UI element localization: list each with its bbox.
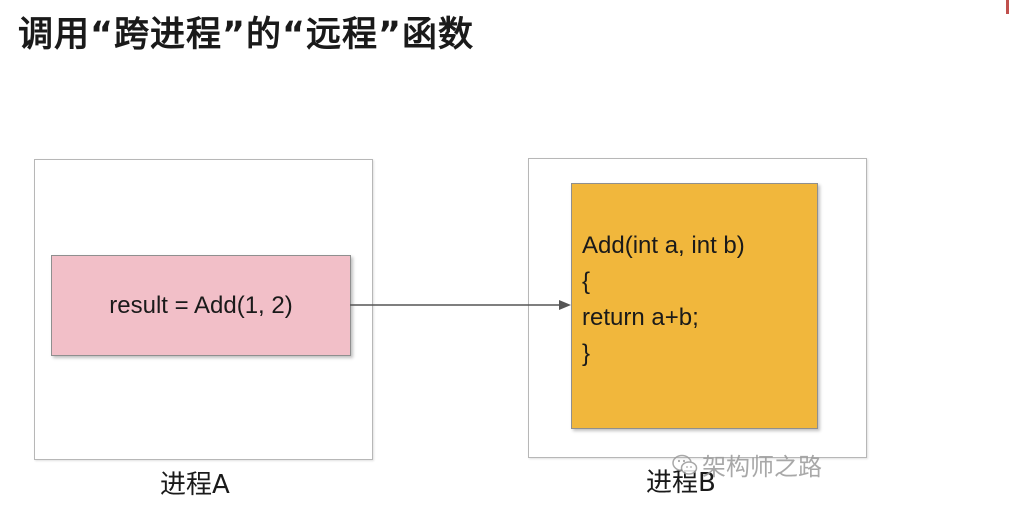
function-signature-line: Add(int a, int b) (582, 232, 745, 259)
function-open-brace-line: { (582, 268, 591, 295)
process-b-label: 进程B (646, 468, 716, 498)
slide-accent-mark (1006, 0, 1009, 14)
process-a-label: 进程A (160, 470, 230, 500)
function-return-line: return a+b; (582, 304, 699, 331)
call-code-box: result = Add(1, 2) (51, 255, 351, 356)
wechat-icon (672, 454, 698, 475)
function-close-brace-line: } (582, 340, 591, 367)
watermark: 架构师之路 (672, 447, 822, 482)
function-code-box: Add(int a, int b) { return a+b; } (571, 183, 818, 429)
slide-title: 调用“跨进程”的“远程”函数 (18, 15, 475, 55)
watermark-text: 架构师之路 (702, 453, 822, 481)
call-code-text: result = Add(1, 2) (109, 291, 293, 319)
